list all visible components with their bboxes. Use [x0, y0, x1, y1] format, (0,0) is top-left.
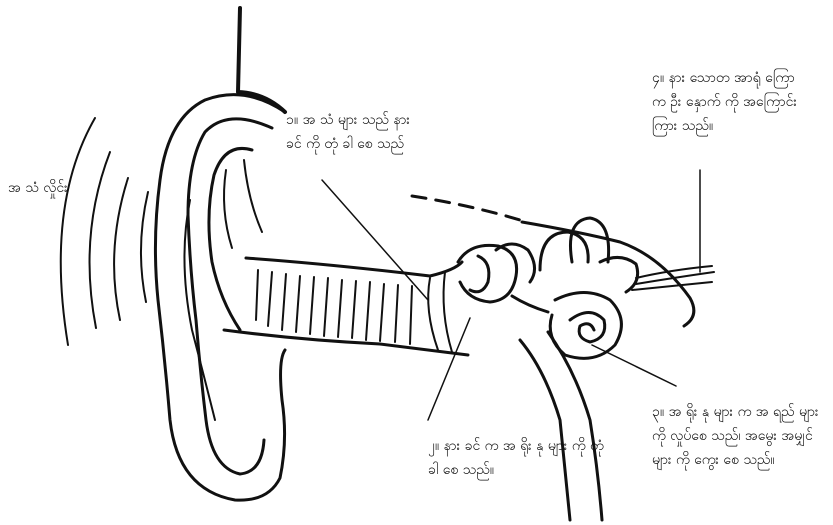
label-step-3-line-3: များ ကို ကွေး စေ သည်။	[652, 448, 819, 472]
label-step-2-line-1: ၂။ နား ခင် က အ ရိုး နု များ ကို တုံ	[428, 434, 604, 458]
label-step-3-line-1: ၃။ အ ရိုး နု များ က အ ရည် များ	[652, 400, 819, 424]
label-step-4-line-2: က ဦး နှောက် ကို အကြောင်း	[652, 90, 797, 114]
eardrum	[428, 272, 452, 352]
label-sound-waves-text: အ သံ လှိုင်း	[8, 176, 68, 200]
label-step-3: ၃။ အ ရိုး နု များ က အ ရည် များ ကို လှုပ်…	[652, 400, 819, 472]
label-step-4-line-3: ကြား သည်။	[652, 114, 797, 138]
label-step-1: ၁။ အ သံ များ သည် နား ခင် ကို တုံ ခါ စေ သ…	[286, 108, 410, 156]
label-step-2-line-2: ခါ စေ သည်။	[428, 458, 604, 482]
label-step-1-line-2: ခင် ကို တုံ ခါ စေ သည်	[286, 132, 410, 156]
eustachian-tube	[520, 332, 602, 520]
label-step-3-line-2: ကို လှုပ်စေ သည်၊ အမွေး အမျှင်	[652, 424, 819, 448]
label-step-2: ၂။ နား ခင် က အ ရိုး နု များ ကို တုံ ခါ စ…	[428, 434, 604, 482]
sound-wave-arcs	[61, 118, 148, 345]
label-step-4: ၄။ နား သောတ အာရုံ ကြော က ဦး နှောက် ကို အ…	[652, 66, 797, 138]
ear-canal	[224, 258, 468, 355]
label-step-4-line-1: ၄။ နား သောတ အာရုံ ကြော	[652, 66, 797, 90]
label-step-1-line-1: ၁။ အ သံ များ သည် နား	[286, 108, 410, 132]
ear-canal-shading	[256, 270, 412, 344]
ossicles	[458, 244, 548, 312]
auditory-nerve	[632, 266, 714, 290]
cochlea	[550, 293, 621, 359]
outer-ear	[155, 95, 285, 501]
label-sound-waves: အ သံ လှိုင်း	[8, 176, 68, 200]
skull-outline	[412, 196, 520, 220]
